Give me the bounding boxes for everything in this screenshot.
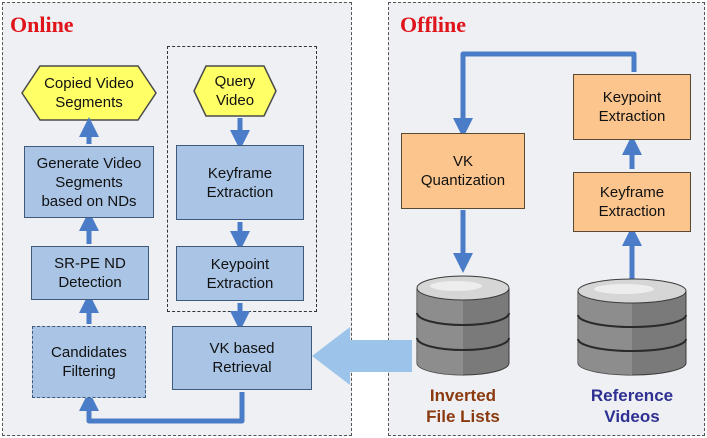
query-video-label: Query Video (214, 73, 256, 109)
inverted-file-lists-database (416, 275, 510, 376)
reference-videos-label: Reference Videos (590, 386, 674, 426)
vk-based-retrieval-box: VK based Retrieval (172, 326, 312, 390)
big-arrow-inverted-to-retrieval (312, 327, 412, 385)
copied-segments-hexagon (21, 65, 157, 121)
online-title: Online (10, 12, 74, 37)
keyframe-extraction-online-box: Keyframe Extraction (176, 145, 304, 220)
vk-quantization-box: VK Quantization (401, 133, 525, 209)
keypoint-extraction-offline-box: Keypoint Extraction (573, 74, 691, 140)
srpe-nd-detection-box: SR-PE ND Detection (31, 246, 149, 300)
copied-video-segments-label: Copied Video Segments (44, 75, 134, 111)
keypoint-extraction-online-box: Keypoint Extraction (176, 246, 304, 301)
inverted-file-lists-label: Inverted File Lists (426, 386, 500, 426)
generate-video-segments-box: Generate Video Segments based on NDs (24, 146, 154, 218)
reference-videos-database (577, 278, 687, 376)
offline-title: Offline (400, 12, 466, 37)
arrow-keypoint-to-quantization (453, 51, 637, 138)
arrow-retrieval-to-candidates (79, 391, 245, 424)
candidates-filtering-box: Candidates Filtering (32, 326, 146, 398)
query-video-hexagon (193, 65, 277, 117)
keyframe-extraction-offline-box: Keyframe Extraction (573, 172, 691, 232)
